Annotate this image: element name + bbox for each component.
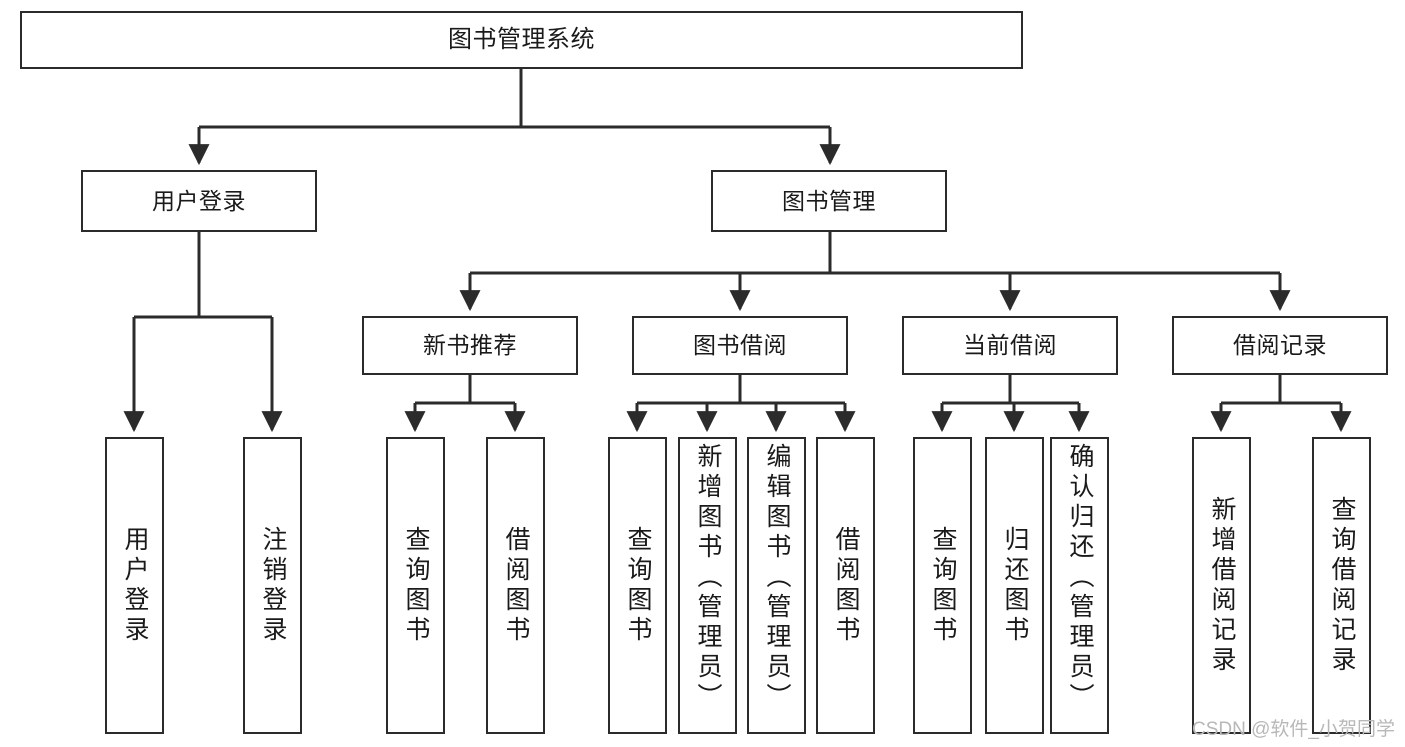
node-leaf-add-book[interactable]: 新增图书（管理员） — [678, 437, 737, 734]
node-current-borrow[interactable]: 当前借阅 — [902, 316, 1118, 375]
node-leaf-borrow-book-1-label: 借阅图书 — [502, 525, 530, 646]
node-user-login[interactable]: 用户登录 — [81, 170, 317, 232]
node-leaf-query-record[interactable]: 查询借阅记录 — [1312, 437, 1371, 734]
node-root-label: 图书管理系统 — [448, 26, 595, 53]
node-current-borrow-label: 当前借阅 — [963, 332, 1057, 358]
node-borrow-record[interactable]: 借阅记录 — [1172, 316, 1388, 375]
node-new-book-rec-label: 新书推荐 — [423, 332, 517, 358]
node-leaf-confirm-return[interactable]: 确认归还（管理员） — [1050, 437, 1109, 734]
node-borrow-record-label: 借阅记录 — [1233, 332, 1327, 358]
node-leaf-query-book-1-label: 查询图书 — [402, 525, 430, 646]
node-leaf-confirm-return-label: 确认归还（管理员） — [1066, 443, 1094, 713]
node-leaf-add-book-label: 新增图书（管理员） — [694, 443, 722, 713]
node-leaf-user-logout-label: 注销登录 — [259, 525, 287, 646]
node-book-manage[interactable]: 图书管理 — [711, 170, 947, 232]
node-book-manage-label: 图书管理 — [782, 187, 876, 214]
node-leaf-borrow-book-2-label: 借阅图书 — [832, 525, 860, 646]
node-leaf-query-book-2-label: 查询图书 — [624, 525, 652, 646]
node-leaf-borrow-book-2[interactable]: 借阅图书 — [816, 437, 875, 734]
node-leaf-return-book[interactable]: 归还图书 — [985, 437, 1044, 734]
node-leaf-query-record-label: 查询借阅记录 — [1328, 495, 1356, 676]
node-leaf-query-book-3-label: 查询图书 — [929, 525, 957, 646]
node-leaf-add-record-label: 新增借阅记录 — [1208, 495, 1236, 676]
node-leaf-user-login[interactable]: 用户登录 — [105, 437, 164, 734]
csdn-watermark: CSDN @软件_小贺同学 — [1192, 719, 1395, 740]
node-leaf-query-book-2[interactable]: 查询图书 — [608, 437, 667, 734]
node-leaf-user-login-label: 用户登录 — [121, 525, 149, 646]
node-book-borrow-label: 图书借阅 — [693, 332, 787, 358]
node-leaf-query-book-1[interactable]: 查询图书 — [386, 437, 445, 734]
node-leaf-edit-book-label: 编辑图书（管理员） — [763, 443, 791, 713]
node-new-book-rec[interactable]: 新书推荐 — [362, 316, 578, 375]
node-user-login-label: 用户登录 — [152, 187, 246, 214]
node-leaf-query-book-3[interactable]: 查询图书 — [913, 437, 972, 734]
node-leaf-user-logout[interactable]: 注销登录 — [243, 437, 302, 734]
node-root[interactable]: 图书管理系统 — [20, 11, 1023, 69]
node-leaf-edit-book[interactable]: 编辑图书（管理员） — [747, 437, 806, 734]
node-leaf-add-record[interactable]: 新增借阅记录 — [1192, 437, 1251, 734]
node-book-borrow[interactable]: 图书借阅 — [632, 316, 848, 375]
node-leaf-return-book-label: 归还图书 — [1001, 525, 1029, 646]
node-leaf-borrow-book-1[interactable]: 借阅图书 — [486, 437, 545, 734]
